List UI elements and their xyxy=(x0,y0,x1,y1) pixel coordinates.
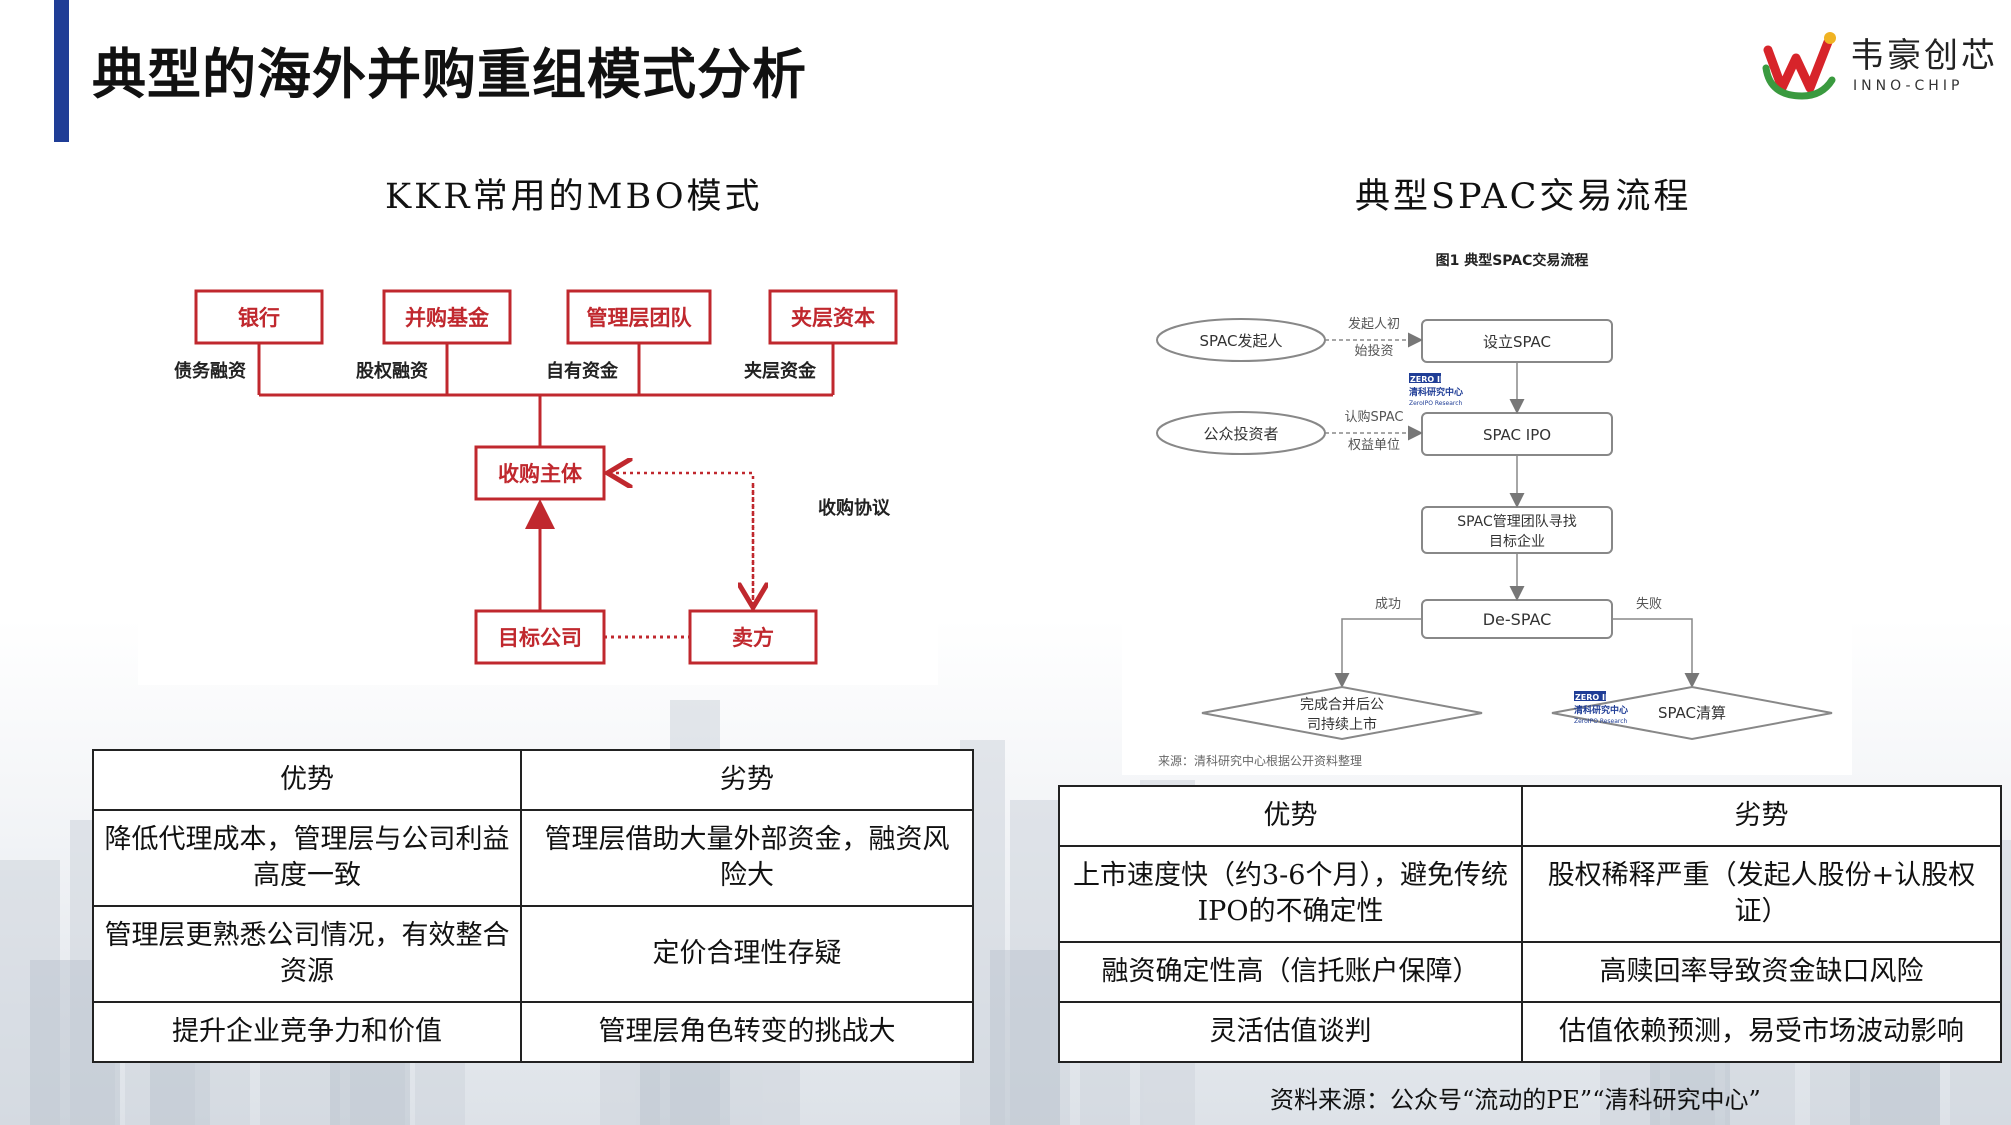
table-cell: 管理层更熟悉公司情况，有效整合资源 xyxy=(92,905,522,1003)
funder-mezzanine: 夹层资本 xyxy=(791,306,875,330)
zero-ipo-watermark-logo-2: ZERO IPO 清科研究中心 ZeroIPO Research xyxy=(1574,691,1628,725)
figure-source: 来源：清科研究中心根据公开资料整理 xyxy=(1158,753,1362,768)
mbo-diagram-panel: 银行 并购基金 管理层团队 夹层资本 债务融资 股权融资 自有资金 夹层资金 收… xyxy=(138,225,938,685)
funding-own-capital-label: 自有资金 xyxy=(546,360,619,382)
table-cell: 灵活估值谈判 xyxy=(1058,1001,1523,1063)
watermark-brand-text-2: ZERO IPO xyxy=(1575,693,1618,702)
table-cell: 管理层角色转变的挑战大 xyxy=(520,1001,974,1063)
sponsor-label: SPAC发起人 xyxy=(1199,332,1282,350)
spac-flow-diagram: 图1 典型SPAC交易流程 SPAC发起人 公众投资者 设立SPAC SPAC … xyxy=(1156,252,1833,768)
brand-logo: 韦豪创芯 INNO-CHIP xyxy=(1762,28,2002,100)
watermark-cn-text: 清科研究中心 xyxy=(1409,386,1463,398)
table-row: 提升企业竞争力和价值 管理层角色转变的挑战大 xyxy=(92,1001,974,1063)
watermark-cn-text-2: 清科研究中心 xyxy=(1574,704,1628,716)
table-cell: 定价合理性存疑 xyxy=(520,905,974,1003)
spac-header-disadvantages: 劣势 xyxy=(1521,785,2002,847)
spac-header-advantages: 优势 xyxy=(1058,785,1523,847)
figure-caption: 图1 典型SPAC交易流程 xyxy=(1436,252,1589,269)
target-company-label: 目标公司 xyxy=(498,626,582,650)
mbo-header-disadvantages: 劣势 xyxy=(520,749,974,811)
funding-debt-label: 债务融资 xyxy=(174,360,246,382)
watermark-en-text: ZeroIPO Research xyxy=(1409,400,1463,407)
funding-mezzanine-label: 夹层资金 xyxy=(744,360,817,382)
public-investor-label: 公众投资者 xyxy=(1203,425,1278,443)
table-row: 灵活估值谈判 估值依赖预测，易受市场波动影响 xyxy=(1058,1001,2002,1063)
outcome-success-line2: 司持续上市 xyxy=(1307,716,1377,733)
table-row: 上市速度快（约3-6个月），避免传统IPO的不确定性 股权稀释严重（发起人股份+… xyxy=(1058,845,2002,943)
table-cell: 融资确定性高（信托账户保障） xyxy=(1058,941,1523,1003)
mbo-comparison-table: 优势 劣势 降低代理成本，管理层与公司利益高度一致 管理层借助大量外部资金，融资… xyxy=(92,749,974,1063)
zero-ipo-watermark-logo: ZERO IPO 清科研究中心 ZeroIPO Research xyxy=(1409,373,1463,407)
funder-management-team: 管理层团队 xyxy=(587,306,693,330)
funding-equity-label: 股权融资 xyxy=(355,360,428,382)
table-cell: 降低代理成本，管理层与公司利益高度一致 xyxy=(92,809,522,907)
logo-chinese-name: 韦豪创芯 xyxy=(1850,36,1998,76)
agreement-label: 收购协议 xyxy=(818,497,891,519)
edge-public-line2: 权益单位 xyxy=(1348,437,1400,453)
watermark-en-text-2: ZeroIPO Research xyxy=(1574,718,1628,725)
source-note: 资料来源：公众号“流动的PE”“清科研究中心” xyxy=(1270,1086,1761,1114)
step-de-spac: De-SPAC xyxy=(1483,610,1552,629)
table-cell: 高赎回率导致资金缺口风险 xyxy=(1521,941,2002,1003)
step-search-line1: SPAC管理团队寻找 xyxy=(1457,514,1577,530)
table-cell: 上市速度快（约3-6个月），避免传统IPO的不确定性 xyxy=(1058,845,1523,943)
right-section-title: 典型SPAC交易流程 xyxy=(1355,177,1692,217)
table-row: 降低代理成本，管理层与公司利益高度一致 管理层借助大量外部资金，融资风险大 xyxy=(92,809,974,907)
logo-english-name: INNO-CHIP xyxy=(1853,78,1964,94)
table-cell: 估值依赖预测，易受市场波动影响 xyxy=(1521,1001,2002,1063)
edge-public-line1: 认购SPAC xyxy=(1344,409,1403,425)
success-label: 成功 xyxy=(1375,597,1401,612)
watermark-brand-text: ZERO IPO xyxy=(1410,375,1453,384)
spac-figure-panel: 图1 典型SPAC交易流程 SPAC发起人 公众投资者 设立SPAC SPAC … xyxy=(1122,235,1852,775)
edge-sponsor-line1: 发起人初 xyxy=(1348,316,1400,332)
acquirer-box-label: 收购主体 xyxy=(498,462,583,486)
spac-comparison-table: 优势 劣势 上市速度快（约3-6个月），避免传统IPO的不确定性 股权稀释严重（… xyxy=(1058,785,2002,1063)
mbo-diagram: 银行 并购基金 管理层团队 夹层资本 债务融资 股权融资 自有资金 夹层资金 收… xyxy=(174,289,898,665)
step-setup-spac: 设立SPAC xyxy=(1483,333,1551,351)
step-search-line2: 目标企业 xyxy=(1489,533,1545,550)
mbo-header-advantages: 优势 xyxy=(92,749,522,811)
edge-sponsor-line2: 始投资 xyxy=(1354,343,1393,359)
left-section-title: KKR常用的MBO模式 xyxy=(385,177,763,217)
logo-mark-icon xyxy=(1762,32,1836,100)
seller-label: 卖方 xyxy=(732,626,774,650)
step-spac-ipo: SPAC IPO xyxy=(1483,426,1551,444)
funder-ma-fund: 并购基金 xyxy=(405,306,490,330)
table-row: 管理层更熟悉公司情况，有效整合资源 定价合理性存疑 xyxy=(92,905,974,1003)
table-row: 融资确定性高（信托账户保障） 高赎回率导致资金缺口风险 xyxy=(1058,941,2002,1003)
table-cell: 提升企业竞争力和价值 xyxy=(92,1001,522,1063)
table-cell: 股权稀释严重（发起人股份+认股权证） xyxy=(1521,845,2002,943)
table-cell: 管理层借助大量外部资金，融资风险大 xyxy=(520,809,974,907)
funder-bank: 银行 xyxy=(238,306,280,330)
outcome-liquidation: SPAC清算 xyxy=(1658,704,1726,722)
title-accent-bar xyxy=(54,0,69,142)
failure-label: 失败 xyxy=(1636,597,1662,612)
outcome-success-line1: 完成合并后公 xyxy=(1300,697,1384,713)
page-title: 典型的海外并购重组模式分析 xyxy=(92,43,807,106)
